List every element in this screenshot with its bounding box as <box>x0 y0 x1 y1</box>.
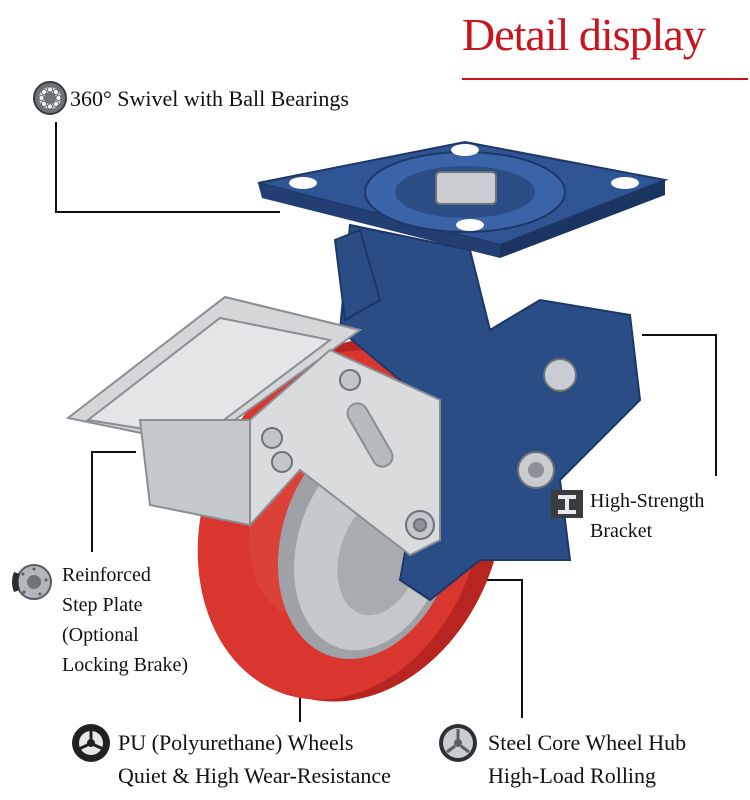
ball-bearing-icon <box>33 81 67 115</box>
wheel-icon <box>72 724 110 762</box>
feature-pu-wheels: PU (Polyurethane) Wheels Quiet & High We… <box>118 726 391 792</box>
leader-lines <box>55 122 717 722</box>
disc-brake-icon <box>12 564 52 600</box>
step-plate-bolts <box>261 369 435 540</box>
feature-step-plate-line4: Locking Brake) <box>62 654 189 676</box>
top-plate <box>257 140 669 258</box>
feature-bracket-line2: Bracket <box>590 520 653 542</box>
leader-step-plate <box>91 451 136 552</box>
feature-steel-hub-line1: Steel Core Wheel Hub <box>488 730 687 755</box>
step-plate <box>65 295 441 557</box>
feature-bracket-line1: High-Strength <box>590 490 705 512</box>
title-underline <box>462 78 748 80</box>
wheel-hub-icon <box>439 724 477 762</box>
feature-steel-hub-line2: High-Load Rolling <box>488 763 657 788</box>
feature-pu-wheels-line2: Quiet & High Wear-Resistance <box>118 763 391 788</box>
feature-step-plate-line2: Step Plate <box>62 594 143 616</box>
i-beam-icon <box>551 490 583 518</box>
feature-swivel-label: 360° Swivel with Ball Bearings <box>70 86 349 111</box>
page-title: Detail display <box>462 9 706 60</box>
feature-bracket: High-Strength Bracket <box>590 486 704 546</box>
bracket-bolts <box>517 358 577 489</box>
feature-step-plate-line3: (Optional <box>62 624 139 646</box>
feature-step-plate-line1: Reinforced <box>62 564 151 586</box>
leader-swivel <box>55 122 280 213</box>
feature-pu-wheels-line1: PU (Polyurethane) Wheels <box>118 730 354 755</box>
feature-step-plate: Reinforced Step Plate (Optional Locking … <box>62 560 188 680</box>
leader-bracket <box>642 334 717 476</box>
feature-steel-hub: Steel Core Wheel Hub High-Load Rolling <box>488 726 686 792</box>
